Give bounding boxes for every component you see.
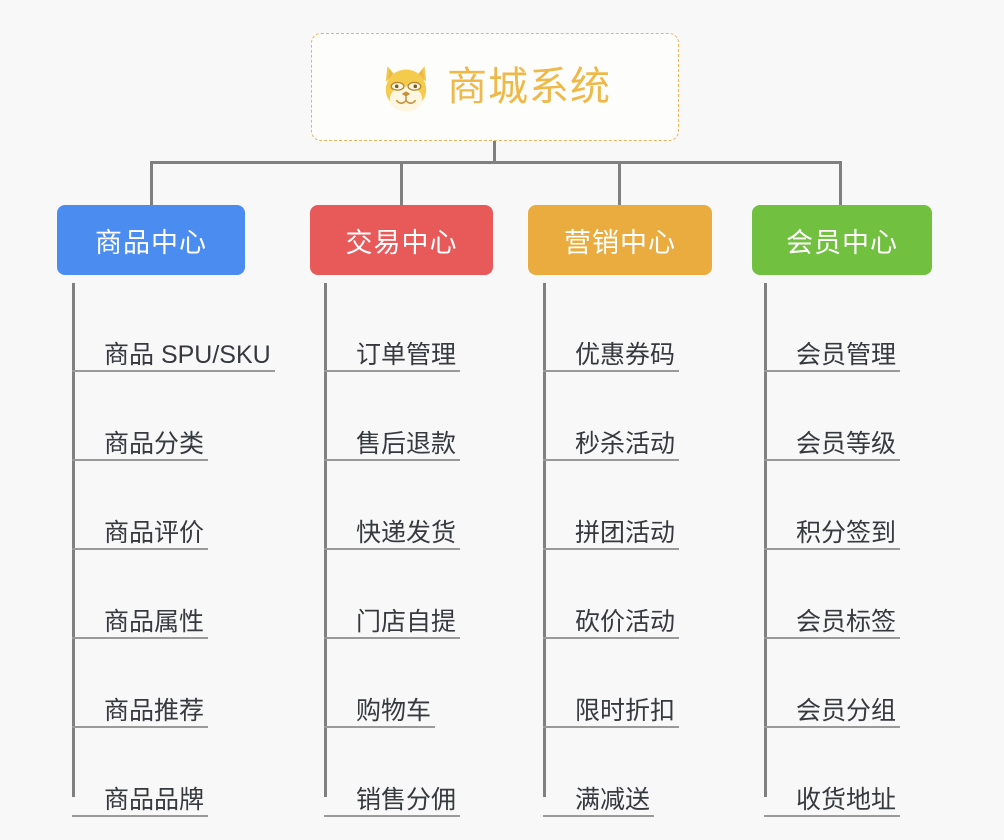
leaf-underline [764,370,900,372]
leaf-item-label: 快递发货 [356,518,457,547]
category-label: 交易中心 [345,227,458,258]
leaf-item[interactable]: 售后退款 [324,372,524,461]
leaf-underline [543,637,679,639]
leaf-item-label: 商品品牌 [104,785,205,814]
leaf-item-label: 收货地址 [796,785,897,814]
leaf-column-会员中心: 会员管理会员等级积分签到会员标签会员分组收货地址 [764,283,964,817]
leaf-item[interactable]: 秒杀活动 [543,372,743,461]
leaf-item[interactable]: 砍价活动 [543,550,743,639]
category-header-商品中心[interactable]: 商品中心 [57,205,245,275]
leaf-underline [324,726,435,728]
leaf-item[interactable]: 会员管理 [764,283,964,372]
root-title: 商城系统 [447,65,611,109]
leaf-underline [543,726,679,728]
leaf-item-label: 商品分类 [104,429,205,458]
leaf-item[interactable]: 订单管理 [324,283,524,372]
leaf-item[interactable]: 会员标签 [764,550,964,639]
leaf-underline [764,459,900,461]
leaf-rail [543,283,546,797]
leaf-underline [543,815,654,817]
category-label: 营销中心 [564,227,676,258]
leaf-column-营销中心: 优惠券码秒杀活动拼团活动砍价活动限时折扣满减送 [543,283,743,817]
leaf-item[interactable]: 商品品牌 [72,728,287,817]
leaf-item[interactable]: 拼团活动 [543,461,743,550]
leaf-item-label: 商品属性 [104,607,205,636]
leaf-item-label: 商品 SPU/SKU [104,340,271,369]
leaf-underline [72,370,275,372]
leaf-underline [543,548,679,550]
leaf-column-商品中心: 商品 SPU/SKU 商品分类商品评价商品属性商品推荐商品品牌 [72,283,287,817]
leaf-item-label: 会员等级 [796,429,897,458]
leaf-column-交易中心: 订单管理售后退款快递发货门店自提购物车销售分佣 [324,283,524,817]
leaf-underline [764,548,900,550]
shiba-dog-face-icon [379,61,433,115]
leaf-item[interactable]: 购物车 [324,639,524,728]
leaf-item-label: 订单管理 [356,340,457,369]
leaf-item[interactable]: 商品分类 [72,372,287,461]
leaf-item[interactable]: 商品 SPU/SKU [72,283,287,372]
connector-drop-4 [839,161,842,205]
leaf-item-label: 会员标签 [796,607,897,636]
category-header-会员中心[interactable]: 会员中心 [752,205,932,275]
leaf-underline [324,370,460,372]
leaf-item-label: 满减送 [575,785,651,814]
leaf-item-label: 门店自提 [356,607,457,636]
leaf-item-label: 秒杀活动 [575,429,676,458]
leaf-item-label: 砍价活动 [575,607,676,636]
leaf-item[interactable]: 商品评价 [72,461,287,550]
leaf-item-label: 拼团活动 [575,518,676,547]
leaf-item-label: 购物车 [356,696,432,725]
leaf-item[interactable]: 商品属性 [72,550,287,639]
leaf-underline [324,637,460,639]
leaf-rail [324,283,327,797]
leaf-underline [324,548,460,550]
leaf-item-label: 售后退款 [356,429,457,458]
leaf-rail [72,283,75,797]
leaf-underline [72,726,208,728]
category-label: 商品中心 [95,227,207,258]
leaf-item[interactable]: 门店自提 [324,550,524,639]
leaf-item[interactable]: 优惠券码 [543,283,743,372]
leaf-underline [764,726,900,728]
connector-horizontal-bar [150,161,842,164]
leaf-item-label: 优惠券码 [575,340,676,369]
leaf-item[interactable]: 商品推荐 [72,639,287,728]
connector-drop-2 [400,161,403,205]
leaf-item-label: 限时折扣 [575,696,676,725]
leaf-item-label: 会员管理 [796,340,897,369]
category-label: 会员中心 [786,227,898,258]
leaf-underline [764,637,900,639]
category-header-交易中心[interactable]: 交易中心 [310,205,493,275]
leaf-underline [324,815,460,817]
leaf-item-label: 商品评价 [104,518,205,547]
leaf-underline [324,459,460,461]
leaf-item[interactable]: 满减送 [543,728,743,817]
root-node[interactable]: 商城系统 [311,33,679,141]
leaf-item-label: 积分签到 [796,518,897,547]
connector-drop-1 [150,161,153,205]
leaf-underline [72,815,208,817]
leaf-item-label: 销售分佣 [356,785,457,814]
leaf-item[interactable]: 限时折扣 [543,639,743,728]
leaf-underline [72,637,208,639]
connector-root-trunk [493,141,496,163]
connector-drop-3 [618,161,621,205]
leaf-item[interactable]: 快递发货 [324,461,524,550]
leaf-item[interactable]: 收货地址 [764,728,964,817]
leaf-item-label: 商品推荐 [104,696,205,725]
leaf-item[interactable]: 积分签到 [764,461,964,550]
leaf-item-label: 会员分组 [796,696,897,725]
leaf-item[interactable]: 会员分组 [764,639,964,728]
leaf-underline [543,459,679,461]
leaf-item[interactable]: 会员等级 [764,372,964,461]
leaf-item[interactable]: 销售分佣 [324,728,524,817]
leaf-underline [543,370,679,372]
category-header-营销中心[interactable]: 营销中心 [528,205,712,275]
leaf-underline [72,548,208,550]
leaf-underline [764,815,900,817]
leaf-underline [72,459,208,461]
leaf-rail [764,283,767,797]
